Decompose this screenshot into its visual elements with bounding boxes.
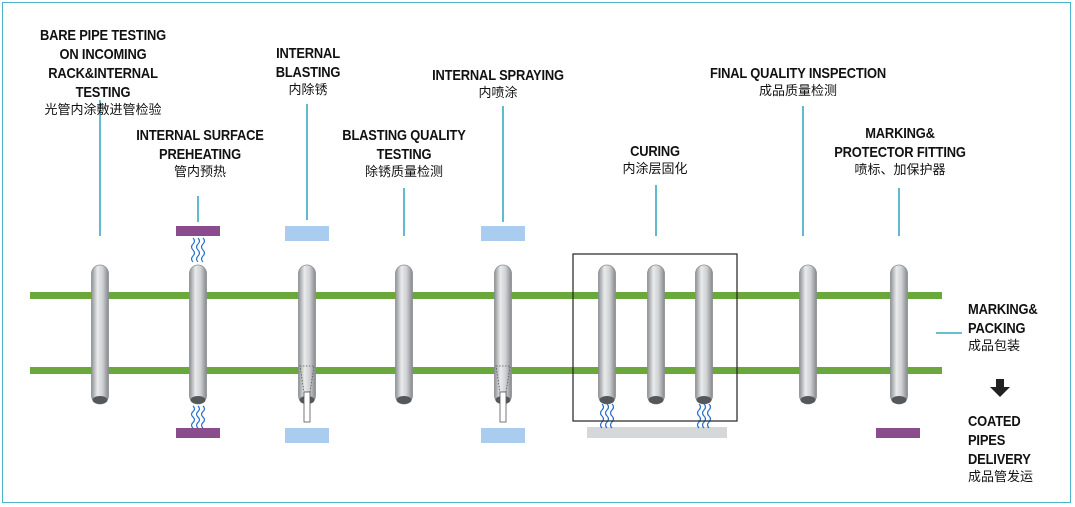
blast-pad bbox=[285, 226, 329, 241]
pipe bbox=[598, 264, 616, 405]
conveyor-rail-lower bbox=[30, 367, 942, 374]
label-internal-spraying: INTERNAL SPRAYING 内喷涂 bbox=[420, 66, 576, 103]
curing-oven-frame bbox=[572, 253, 738, 422]
arrow-down-icon bbox=[990, 379, 1010, 397]
heat-wave-icon bbox=[609, 403, 615, 429]
label-en-line: BLASTING QUALITY bbox=[342, 127, 466, 144]
label-zh: 管内预热 bbox=[173, 165, 226, 180]
label-en-line: PROTECTOR FITTING bbox=[834, 144, 966, 161]
nozzle-lance bbox=[499, 391, 507, 423]
label-zh: 除锈质量检测 bbox=[364, 165, 443, 180]
pipe bbox=[189, 264, 207, 405]
label-en-line: TESTING bbox=[376, 146, 432, 163]
label-zh: 内除锈 bbox=[288, 83, 328, 98]
label-en-line: BARE PIPE TESTING bbox=[39, 27, 167, 44]
pipe-end-opening bbox=[396, 396, 412, 404]
pipe-end-opening bbox=[891, 396, 907, 404]
blast-pad bbox=[481, 428, 525, 443]
label-marking-packing: MARKING& PACKING 成品包装 bbox=[968, 300, 1064, 356]
label-en-line: INTERNAL SPRAYING bbox=[432, 67, 564, 84]
heat-wave-icon bbox=[701, 403, 707, 429]
blast-pad bbox=[285, 428, 329, 443]
nozzle-lance bbox=[303, 391, 311, 423]
label-en-line: INTERNAL SURFACE bbox=[136, 127, 264, 144]
label-marking-protector-fitting: MARKING& PROTECTOR FITTING 喷标、加保护器 bbox=[822, 124, 978, 180]
label-en-line: PACKING bbox=[968, 320, 1026, 337]
label-en-line: BLASTING bbox=[275, 64, 341, 81]
pipe bbox=[395, 264, 413, 405]
heat-wave-icon bbox=[190, 405, 196, 429]
label-blasting-quality-testing: BLASTING QUALITY TESTING 除锈质量检测 bbox=[332, 126, 476, 182]
heat-wave-icon bbox=[599, 403, 605, 429]
label-en-line: COATED bbox=[968, 413, 1021, 430]
heat-wave-icon bbox=[195, 237, 201, 263]
heat-wave-icon bbox=[696, 403, 702, 429]
label-zh: 内涂层固化 bbox=[622, 162, 688, 177]
curing-pad bbox=[587, 427, 727, 438]
label-bare-pipe-testing: BARE PIPE TESTING ON INCOMING RACK&INTER… bbox=[10, 26, 196, 120]
label-en-line: RACK&INTERNAL TESTING bbox=[48, 65, 158, 101]
heat-wave-icon bbox=[604, 403, 610, 429]
label-zh: 成品包装 bbox=[968, 339, 1021, 354]
label-final-quality-inspection: FINAL QUALITY INSPECTION 成品质量检测 bbox=[692, 64, 904, 101]
label-zh: 喷标、加保护器 bbox=[854, 163, 946, 178]
label-zh: 成品管发运 bbox=[968, 470, 1034, 485]
pipe-end-opening bbox=[648, 396, 664, 404]
pipe-end-opening bbox=[190, 396, 206, 404]
label-en-line: MARKING& bbox=[968, 301, 1038, 318]
label-en-line: DELIVERY bbox=[968, 451, 1031, 468]
label-zh: 光管内涂敷进管检验 bbox=[44, 103, 162, 118]
heat-wave-icon bbox=[706, 403, 712, 429]
label-en-line: ON INCOMING bbox=[59, 46, 147, 63]
conveyor-rail-upper bbox=[30, 292, 942, 299]
pipe bbox=[695, 264, 713, 405]
label-en-line: PIPES bbox=[968, 432, 1006, 449]
label-internal-blasting: INTERNAL BLASTING 内除锈 bbox=[258, 44, 358, 100]
heat-wave-icon bbox=[195, 405, 201, 429]
heater-pad-bottom bbox=[176, 428, 220, 438]
label-en-line: MARKING& bbox=[865, 125, 935, 142]
label-en-line: PREHEATING bbox=[159, 146, 241, 163]
heat-wave-icon bbox=[200, 237, 206, 263]
pipe-end-opening bbox=[599, 396, 615, 404]
pipe-end-opening bbox=[92, 396, 108, 404]
heat-wave-icon bbox=[190, 237, 196, 263]
heater-pad-top bbox=[176, 226, 220, 236]
pipe-end-opening bbox=[696, 396, 712, 404]
label-zh: 内喷涂 bbox=[478, 86, 518, 101]
pipe bbox=[890, 264, 908, 405]
pipe bbox=[298, 264, 316, 405]
pipe bbox=[494, 264, 512, 405]
label-en-line: FINAL QUALITY INSPECTION bbox=[709, 65, 887, 82]
label-internal-surface-preheating: INTERNAL SURFACE PREHEATING 管内预热 bbox=[122, 126, 278, 182]
label-coated-pipes-delivery: COATED PIPES DELIVERY 成品管发运 bbox=[968, 412, 1064, 487]
label-curing: CURING 内涂层固化 bbox=[600, 142, 710, 179]
label-en-line: CURING bbox=[630, 143, 680, 160]
pipe bbox=[647, 264, 665, 405]
blast-pad bbox=[481, 226, 525, 241]
pipe-end-opening bbox=[800, 396, 816, 404]
pipe bbox=[91, 264, 109, 405]
pipe bbox=[799, 264, 817, 405]
heat-wave-icon bbox=[200, 405, 206, 429]
label-zh: 成品质量检测 bbox=[758, 84, 837, 99]
protector-pad bbox=[876, 428, 920, 438]
label-en-line: INTERNAL bbox=[276, 45, 340, 62]
